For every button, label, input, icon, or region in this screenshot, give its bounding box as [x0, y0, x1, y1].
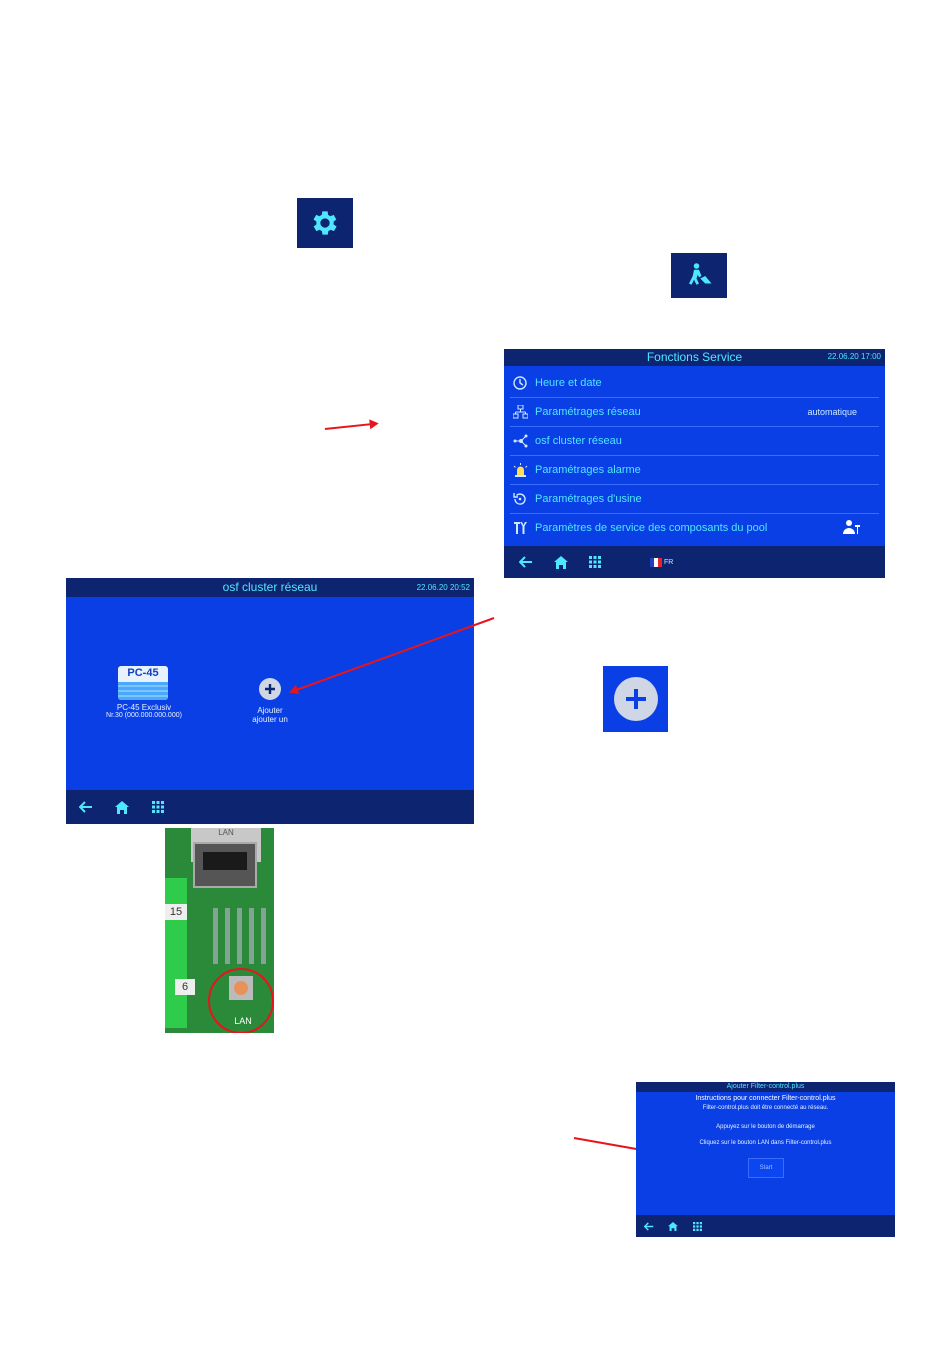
- factory-reset-icon: [512, 491, 528, 507]
- service-item-label: osf cluster réseau: [535, 434, 622, 447]
- device-name: PC-45 Exclusiv: [116, 703, 172, 712]
- rj45-port: [193, 842, 257, 888]
- add-line2: Appuyez sur le bouton de démarrage: [716, 1124, 815, 1130]
- terminal-block: [165, 878, 187, 1028]
- tools-icon: [512, 520, 528, 536]
- device-address: Nr.30 (000.000.000.000): [106, 712, 182, 719]
- service-item-alarm[interactable]: Paramétrages alarme: [510, 455, 879, 485]
- plus-icon: [613, 677, 658, 721]
- terminal-label-6: 6: [175, 979, 195, 995]
- grid-icon: [589, 556, 601, 568]
- service-item-cluster[interactable]: osf cluster réseau: [510, 426, 879, 456]
- home-icon: [554, 555, 568, 569]
- grid-icon: [692, 1221, 702, 1231]
- add-heading: Instructions pour connecter Filter-contr…: [695, 1095, 836, 1102]
- cluster-screen: osf cluster réseau 22.06.20 20:52 PC-45 …: [66, 578, 474, 824]
- add-screen: Ajouter Filter-control.plus Instructions…: [636, 1082, 895, 1237]
- home-icon: [668, 1221, 678, 1231]
- clock-icon: [512, 375, 528, 391]
- cluster-header: osf cluster réseau 22.06.20 20:52: [66, 578, 474, 597]
- add-label: Ajouter: [257, 706, 283, 715]
- language-code: FR: [664, 558, 674, 566]
- settings-tile[interactable]: [297, 198, 353, 248]
- service-tile[interactable]: [671, 253, 727, 298]
- arrow-left-icon: [644, 1221, 654, 1231]
- cluster-icon: [512, 433, 528, 449]
- add-header: Ajouter Filter-control.plus: [636, 1082, 895, 1092]
- service-item-network[interactable]: Paramétrages réseau automatique: [510, 397, 879, 427]
- arrow-left-icon: [519, 556, 532, 568]
- add-title: Ajouter Filter-control.plus: [726, 1083, 805, 1090]
- add-sublabel: ajouter un: [252, 715, 288, 724]
- back-button[interactable]: [637, 1221, 661, 1231]
- home-button[interactable]: [661, 1221, 685, 1231]
- add-line1: Filter-control.plus doit être connecté a…: [702, 1105, 829, 1111]
- service-user-icon: [843, 519, 861, 538]
- home-button[interactable]: [544, 555, 578, 569]
- service-item-factory[interactable]: Paramétrages d'usine: [510, 484, 879, 514]
- add-navbar: [636, 1215, 895, 1237]
- service-item-label: Paramètres de service des composants du …: [535, 521, 768, 534]
- service-worker-icon: [689, 262, 712, 285]
- start-button[interactable]: Start: [748, 1158, 784, 1178]
- network-mode-value: automatique: [807, 406, 857, 417]
- service-item-label: Paramétrages alarme: [535, 463, 641, 476]
- service-datetime: 22.06.20 17:00: [827, 352, 881, 361]
- add-line3: Cliquez sur le bouton LAN dans Filter-co…: [699, 1140, 832, 1146]
- france-flag-icon: [650, 557, 662, 567]
- service-item-label: Paramétrages réseau: [535, 405, 641, 418]
- service-item-time[interactable]: Heure et date: [510, 368, 879, 398]
- add-tile[interactable]: [603, 666, 668, 732]
- cluster-datetime: 22.06.20 20:52: [416, 583, 470, 592]
- service-item-label: Heure et date: [535, 376, 602, 389]
- cluster-title: osf cluster réseau: [222, 580, 318, 594]
- service-item-label: Paramétrages d'usine: [535, 492, 642, 505]
- back-button[interactable]: [68, 801, 104, 813]
- cluster-navbar: [66, 790, 474, 824]
- grid-icon: [152, 801, 164, 813]
- plus-icon: [259, 678, 281, 700]
- alarm-icon: [512, 462, 528, 478]
- cluster-device[interactable]: PC-45 PC-45 Exclusiv Nr.30 (000.000.000.…: [102, 666, 186, 719]
- terminal-label-15: 15: [165, 904, 187, 920]
- menu-button[interactable]: [578, 556, 612, 568]
- home-icon: [115, 800, 129, 814]
- pc45-device-icon: PC-45: [118, 666, 168, 700]
- language-selector[interactable]: FR: [650, 557, 674, 567]
- home-button[interactable]: [104, 800, 140, 814]
- pcb-photo: LAN 15 6 LAN: [165, 828, 274, 1033]
- cluster-add-button[interactable]: Ajouter ajouter un: [240, 678, 300, 724]
- menu-button[interactable]: [685, 1221, 709, 1231]
- network-icon: [512, 404, 528, 420]
- service-screen: Fonctions Service 22.06.20 17:00 Heure e…: [504, 349, 885, 578]
- back-button[interactable]: [508, 556, 544, 568]
- service-item-pool-components[interactable]: Paramètres de service des composants du …: [510, 513, 879, 542]
- highlight-circle: [208, 968, 274, 1033]
- service-title: Fonctions Service: [646, 350, 743, 364]
- pcb-lan-label: LAN: [218, 828, 234, 837]
- gear-icon: [313, 211, 337, 235]
- device-badge: PC-45: [127, 667, 159, 679]
- menu-button[interactable]: [140, 801, 176, 813]
- arrow-left-icon: [79, 801, 92, 813]
- resistor-array: [213, 908, 273, 964]
- service-header: Fonctions Service 22.06.20 17:00: [504, 349, 885, 366]
- pointer-arrow: [324, 422, 377, 430]
- service-navbar: FR: [504, 546, 885, 578]
